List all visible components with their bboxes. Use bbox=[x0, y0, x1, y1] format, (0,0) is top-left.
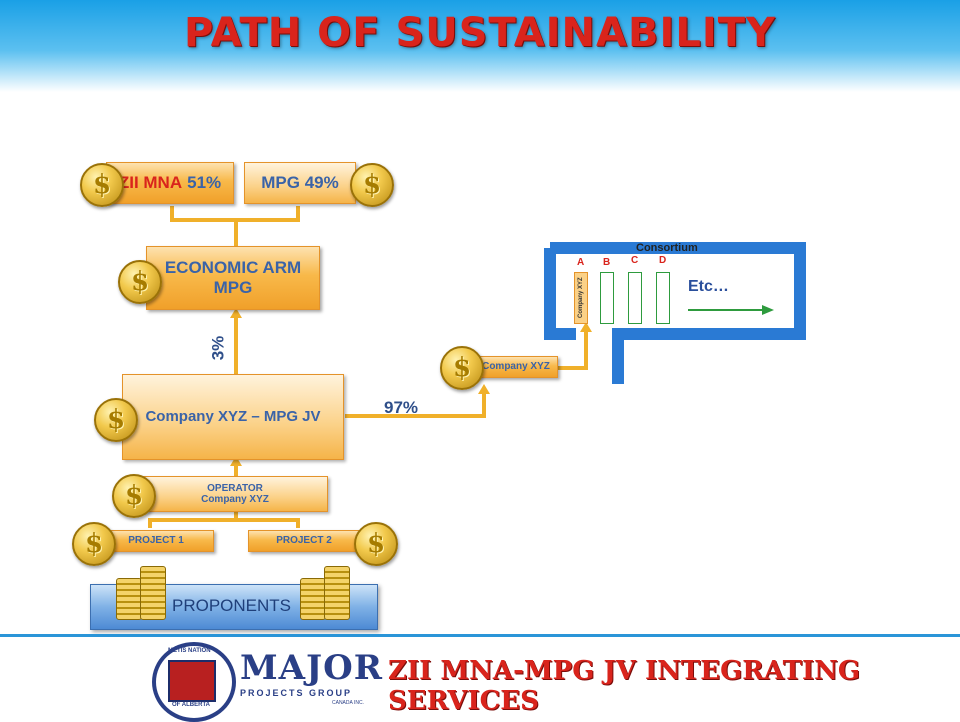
arrow-up-consortium bbox=[580, 322, 592, 332]
zii-mna-box: ZII MNA 51% bbox=[106, 162, 234, 204]
consortium-slot-b bbox=[600, 272, 614, 324]
header-band bbox=[0, 0, 960, 92]
project-2-box: PROJECT 2 bbox=[248, 530, 360, 552]
arrow-up-economic bbox=[230, 308, 242, 318]
mpg-label: MPG 49% bbox=[261, 173, 339, 193]
connector-jv-to-company bbox=[345, 392, 486, 418]
operator-line2: Company XYZ bbox=[201, 494, 269, 505]
consortium-title: Consortium bbox=[636, 242, 698, 254]
company-xyz-label: Company XYZ bbox=[482, 361, 550, 373]
company-xyz-box: Company XYZ bbox=[474, 356, 558, 378]
coin-stack-icon bbox=[324, 566, 350, 620]
zii-mna-name: ZII MNA bbox=[118, 173, 183, 193]
economic-arm-box: ECONOMIC ARM MPG bbox=[146, 246, 320, 310]
coin-icon: $ bbox=[94, 398, 138, 442]
consortium-slot-c bbox=[628, 272, 642, 324]
connector-zii-mpg bbox=[170, 206, 300, 222]
footer-divider bbox=[0, 634, 960, 637]
consortium-slot-a-text: Company XYZ bbox=[578, 277, 584, 318]
consortium-slot-letter: B bbox=[603, 257, 611, 268]
project-1-label: PROJECT 1 bbox=[128, 535, 184, 547]
consortium-slot-letter: D bbox=[659, 255, 667, 266]
page-title: PATH OF SUSTAINABILITY bbox=[184, 10, 776, 56]
coin-icon: $ bbox=[112, 474, 156, 518]
etc-label: Etc… bbox=[688, 278, 729, 295]
coin-icon: $ bbox=[354, 522, 398, 566]
metis-logo-top-text: MÉTIS NATION bbox=[168, 648, 211, 654]
consortium-slot-a bbox=[574, 272, 588, 324]
connector-company-to-consortium bbox=[558, 330, 588, 370]
arrow-up-jv bbox=[230, 456, 242, 466]
footer-title: ZII MNA-MPG JV INTEGRATING SERVICES bbox=[388, 656, 861, 716]
metis-map-icon bbox=[168, 660, 216, 702]
connector-projects-to-operator bbox=[148, 512, 300, 528]
coin-icon: $ bbox=[72, 522, 116, 566]
major-logo-subtitle: PROJECTS GROUP bbox=[240, 688, 353, 698]
economic-arm-line2: MPG bbox=[213, 278, 253, 297]
consortium-frame bbox=[544, 242, 806, 384]
jv-label: Company XYZ – MPG JV bbox=[145, 408, 321, 426]
consortium-slot-letter: A bbox=[577, 257, 585, 268]
consortium-slot-d bbox=[656, 272, 670, 324]
major-logo-subtitle-2: CANADA INC. bbox=[332, 700, 364, 706]
share-up-label: 3% bbox=[208, 335, 228, 361]
major-logo-word: MAJOR bbox=[240, 648, 383, 688]
project-1-box: PROJECT 1 bbox=[98, 530, 214, 552]
jv-box: Company XYZ – MPG JV bbox=[122, 374, 344, 460]
arrow-up-company bbox=[478, 384, 490, 394]
metis-logo-bottom-text: OF ALBERTA bbox=[172, 702, 210, 708]
coin-icon: $ bbox=[80, 163, 124, 207]
operator-line1: OPERATOR bbox=[207, 482, 263, 494]
coin-icon: $ bbox=[118, 260, 162, 304]
operator-box: OPERATOR Company XYZ bbox=[142, 476, 328, 512]
mpg-box: MPG 49% bbox=[244, 162, 356, 204]
etc-arrow-head bbox=[762, 305, 774, 315]
project-2-label: PROJECT 2 bbox=[276, 535, 332, 547]
zii-mna-pct: 51% bbox=[187, 173, 222, 193]
coin-stack-icon bbox=[140, 566, 166, 620]
coin-stack-icon bbox=[116, 578, 142, 620]
consortium-slot-letter: C bbox=[631, 255, 639, 266]
economic-arm-line1: ECONOMIC ARM bbox=[164, 258, 302, 278]
coin-stack-icon bbox=[300, 578, 326, 620]
coin-icon: $ bbox=[350, 163, 394, 207]
coin-icon: $ bbox=[440, 346, 484, 390]
share-right-label: 97% bbox=[384, 398, 419, 417]
proponents-label: PROPONENTS bbox=[172, 596, 292, 615]
